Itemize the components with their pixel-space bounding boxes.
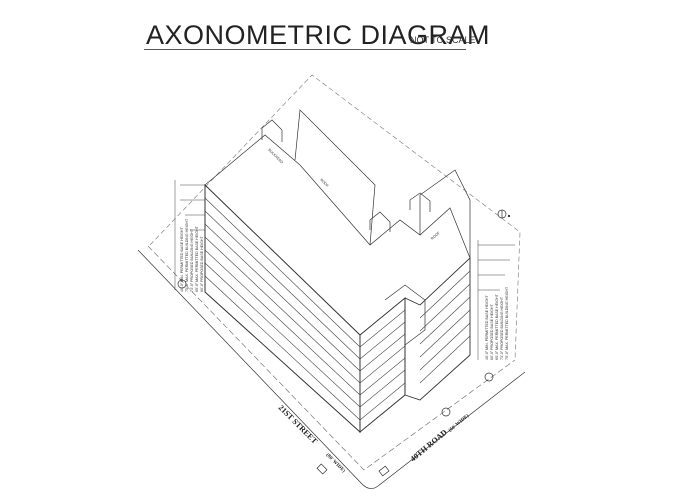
diagram-title: AXONOMETRIC DIAGRAM <box>146 20 491 50</box>
floor-lines <box>204 197 471 421</box>
property-line <box>147 245 516 471</box>
street-tree <box>484 372 494 382</box>
height-label: 60'-0" PROPOSED BASE HEIGHT <box>200 236 204 292</box>
street-tree <box>177 279 187 289</box>
roof-label: ROOF <box>430 231 441 241</box>
bulkhead <box>369 211 391 232</box>
building-right-facade <box>359 296 406 434</box>
right-height-dimensions <box>477 240 515 360</box>
north-arrow-icon <box>497 209 511 219</box>
height-label: 65'-0" MAX. PERMITTED BASE HEIGHT <box>195 225 199 292</box>
height-label: 75'-0" MAX. PERMITTED BUILDING HEIGHT <box>505 286 509 360</box>
street-name-21st: 21ST STREET <box>277 403 320 446</box>
base-roof <box>204 134 471 259</box>
scale-note: NOT TO SCALE <box>410 35 476 45</box>
height-label: 73'-0" PROPOSED BUILDING HEIGHT <box>500 296 504 360</box>
street-tree <box>441 407 451 417</box>
height-label: 73'-0" PROPOSED BUILDING HEIGHT <box>190 228 194 292</box>
upper-wing <box>294 109 376 246</box>
curb-21st-street <box>137 249 526 489</box>
bulkhead <box>261 119 283 142</box>
upper-wing-right <box>419 169 471 258</box>
height-label: 65'-0" MAX. PERMITTED BASE HEIGHT <box>495 293 499 360</box>
building-left-facade <box>204 183 361 434</box>
height-label: 40'-0" MIN. PERMITTED BASE HEIGHT <box>485 295 489 360</box>
left-height-dimensions <box>174 180 205 290</box>
height-label: 60'-0" PROPOSED BASE HEIGHT <box>490 304 494 360</box>
bulkhead <box>409 192 431 212</box>
title-underline <box>144 49 466 50</box>
roof-label: ROOF <box>319 178 330 189</box>
height-label: 75'-0" MAX. PERMITTED BUILDING HEIGHT <box>185 218 189 292</box>
bulkhead-label: BULKHEAD <box>267 148 284 165</box>
street-width-40th: (60' WIDE) <box>448 414 470 434</box>
building-right-wing <box>404 256 471 401</box>
height-label: 40'-0" MIN. PERMITTED BASE HEIGHT <box>180 227 184 292</box>
